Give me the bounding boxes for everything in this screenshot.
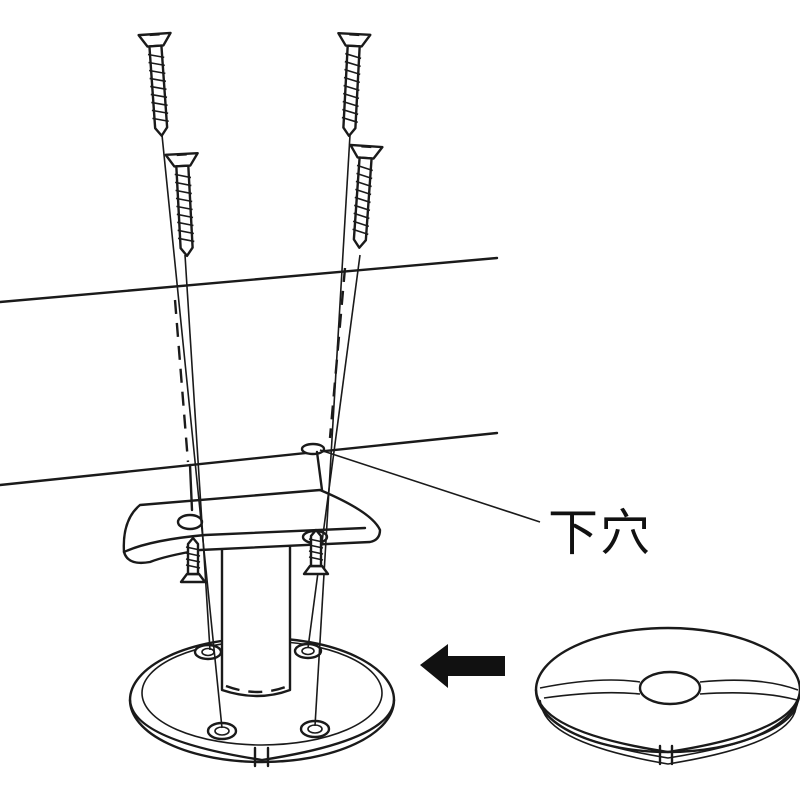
screw-icon [137,31,172,137]
hole-guides [173,267,347,463]
screw-guides [161,134,361,729]
arrow-left-icon [420,644,505,688]
callout-leader [319,449,541,523]
pilot-hole-label: 下穴 [548,504,652,562]
screw-icon [337,31,372,138]
pilot-holes [188,442,326,512]
screw-icon [179,536,207,584]
cover-disc [534,626,800,766]
screw-icon [349,143,384,249]
screw-icon [302,528,330,576]
screw-icon [164,151,199,258]
post [220,533,292,698]
board [0,256,499,487]
